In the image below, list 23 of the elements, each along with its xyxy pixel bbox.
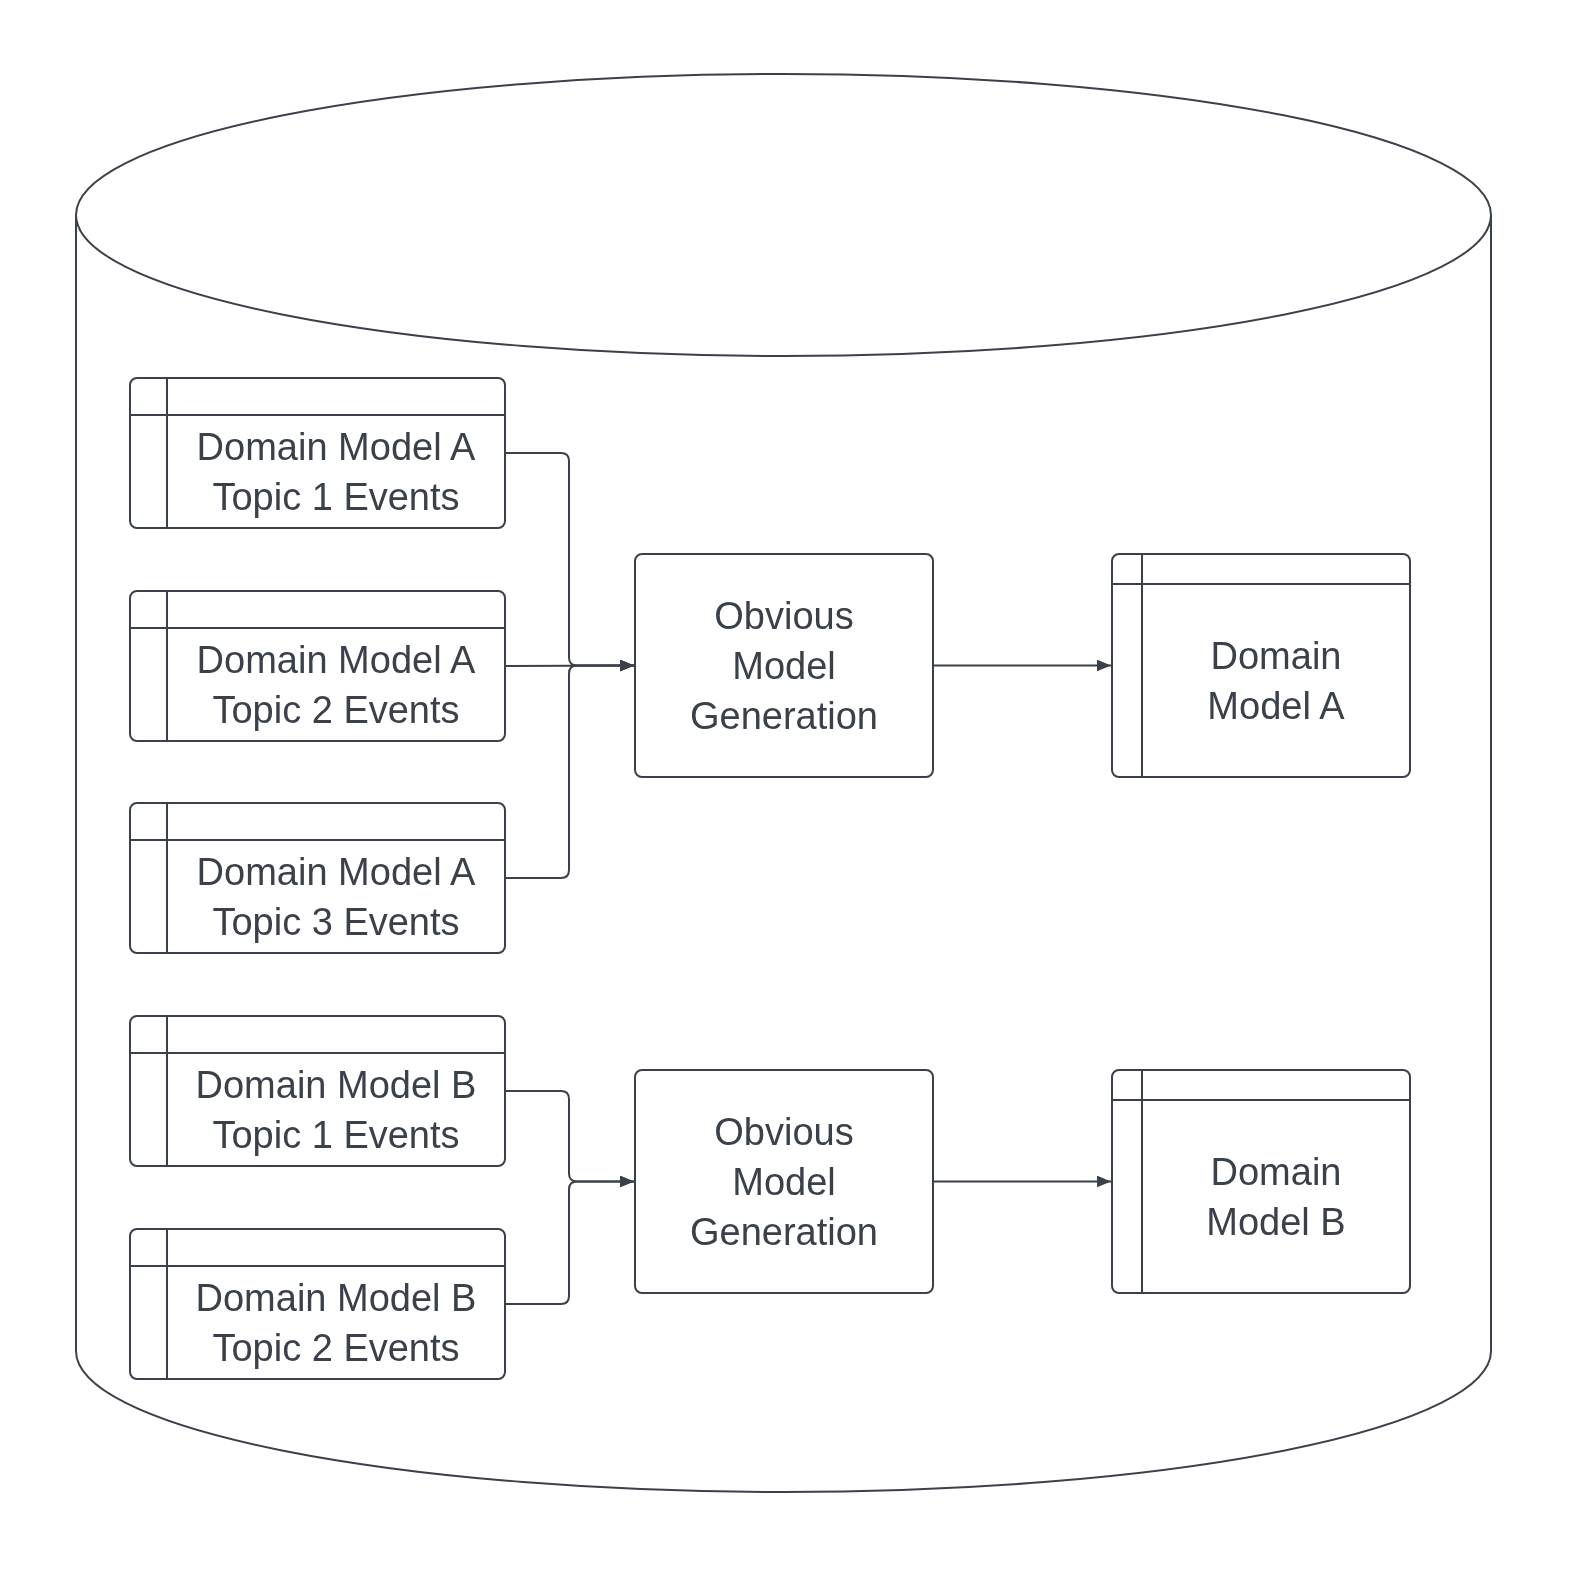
node-label: Domain Model A Topic 1 Events: [195, 424, 477, 520]
node-label: Domain Model B Topic 1 Events: [194, 1062, 478, 1158]
node-label: Obvious Model Generation: [689, 1109, 879, 1255]
database-cylinder: [75, 73, 1492, 1493]
node-label: Domain Model A Topic 2 Events: [195, 637, 477, 733]
process-box: [634, 553, 934, 778]
arrow: [933, 659, 1112, 672]
node-label: Domain Model A: [1206, 633, 1346, 729]
table-box: [1111, 553, 1411, 778]
node-label: Domain Model A Topic 3 Events: [195, 849, 477, 945]
node-label: Obvious Model Generation: [689, 593, 879, 739]
process-box: [634, 1069, 934, 1294]
table-box: [129, 802, 506, 954]
arrow: [505, 1175, 635, 1305]
table-box: [129, 377, 506, 529]
table-box: [129, 1015, 506, 1167]
node-label: Domain Model B: [1205, 1149, 1347, 1245]
table-box: [129, 1228, 506, 1380]
arrow: [505, 659, 635, 879]
arrow: [933, 1175, 1112, 1188]
table-box: [1111, 1069, 1411, 1294]
node-label: Domain Model B Topic 2 Events: [194, 1275, 478, 1371]
table-box: [129, 590, 506, 742]
